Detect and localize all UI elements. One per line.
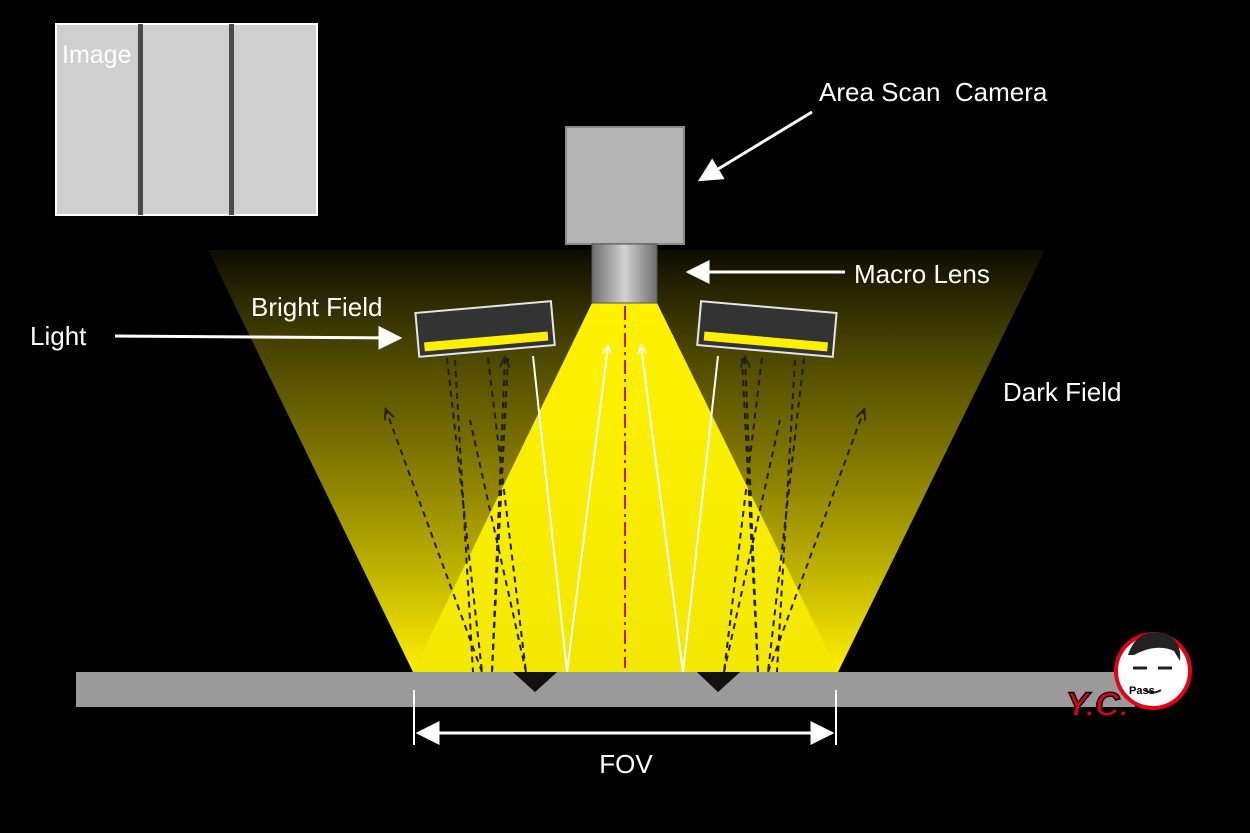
image-panel: Image	[55, 23, 318, 216]
image-defect-line-1	[138, 24, 143, 215]
surface-scratch-right	[697, 672, 740, 692]
right-light-unit	[696, 300, 838, 358]
camera-pointer-arrow	[697, 110, 813, 182]
macro-lens	[591, 243, 658, 304]
camera-label: Area Scan Camera	[819, 77, 1048, 107]
image-label: Image	[62, 41, 131, 69]
bright-field-rays	[532, 346, 719, 673]
surface-scratch-left	[513, 672, 557, 692]
bright-field-label: Bright Field	[251, 292, 383, 322]
lens-label: Macro Lens	[854, 259, 990, 289]
logo-text: Y.C.	[1066, 686, 1129, 724]
image-defect-line-2	[229, 24, 234, 215]
camera-body	[565, 126, 685, 245]
dark-field-label: Dark Field	[1003, 377, 1121, 407]
ycpass-logo: Y.C. Pass	[1065, 632, 1192, 725]
light-pointer-arrow	[114, 325, 403, 350]
inspected-surface	[76, 672, 1135, 707]
logo-subtext: Pass	[1129, 685, 1155, 697]
fov-label: FOV	[599, 749, 653, 779]
dashed-light-rays	[386, 358, 864, 673]
left-light-unit	[414, 300, 556, 358]
light-label: Light	[30, 321, 87, 351]
